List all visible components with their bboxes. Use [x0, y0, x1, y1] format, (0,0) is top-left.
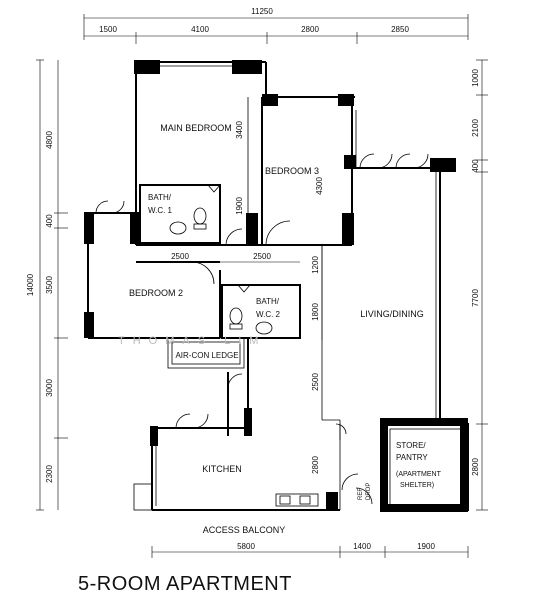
room-bath1-line2: W.C. 1: [148, 206, 173, 215]
room-refuse-line2: DROP: [366, 483, 372, 500]
room-access-balcony: ACCESS BALCONY: [203, 525, 286, 535]
dim-bedroom3-depth: 4300: [315, 177, 324, 195]
room-bedroom2: BEDROOM 2: [129, 288, 183, 298]
dim-kitchen-depth: 2800: [311, 456, 320, 474]
watermark: THOMAS LIM: [118, 335, 266, 347]
room-main-bedroom: MAIN BEDROOM: [160, 123, 232, 133]
main-door-swing: [341, 473, 359, 491]
room-kitchen: KITCHEN: [202, 464, 242, 474]
room-store-line4: SHELTER): [400, 482, 434, 489]
dim-total-depth: 14000: [26, 273, 35, 296]
wc1-toilet: [193, 207, 207, 225]
plan-title: 5-ROOM APARTMENT: [78, 573, 292, 595]
dim-bath2-offset: 1200: [311, 256, 320, 274]
room-store-line1: STORE/: [396, 441, 426, 450]
dim-corridor: 2500: [311, 373, 320, 391]
room-bath2-line2: W.C. 2: [256, 310, 281, 319]
dim-right-seg-5: 2800: [471, 458, 480, 476]
kitchen-window-swing: [175, 413, 191, 429]
room-bath1-line1: BATH/: [148, 193, 172, 202]
kitchen-counter: [275, 493, 319, 507]
wc2-basin: [255, 321, 273, 335]
top-dimensions: 11250 1500 4100 2800 2850: [83, 7, 469, 44]
wc2-toilet: [229, 307, 243, 325]
dim-right-seg-1: 1000: [471, 69, 480, 87]
doors-windows: [95, 153, 429, 505]
dim-top-seg-3: 2800: [301, 25, 319, 34]
dim-top-seg-4: 2850: [391, 25, 409, 34]
dim-bath2-width: 2500: [253, 252, 271, 261]
dim-left-seg-5: 2300: [45, 465, 54, 483]
room-bedroom3: BEDROOM 3: [265, 166, 319, 176]
dim-bath1-depth: 1900: [235, 197, 244, 215]
dim-top-seg-1: 1500: [99, 25, 117, 34]
dim-right-seg-2: 2100: [471, 119, 480, 137]
living-window-swing-1: [359, 153, 375, 169]
dim-top-seg-2: 4100: [191, 25, 209, 34]
dim-bottom-seg-3: 1900: [417, 542, 435, 551]
room-refuse-line1: REF: [358, 488, 364, 500]
room-aircon-ledge: AIR-CON LEDGE: [175, 351, 238, 360]
bottom-dimensions: 5800 1400 1900: [151, 542, 469, 558]
dim-main-bedroom-depth: 3400: [235, 121, 244, 139]
dim-left-seg-2: 400: [45, 214, 54, 228]
room-store-line2: PANTRY: [396, 453, 428, 462]
dim-total-width: 11250: [251, 7, 273, 16]
dim-right-seg-4: 7700: [471, 289, 480, 307]
corridor-window-swing: [95, 200, 109, 214]
dim-left-seg-4: 3000: [45, 379, 54, 397]
interior-dimensions: 3400 1900 4300 2500 2500 1200 1800 2500 …: [140, 121, 324, 474]
dim-bedroom2-width: 2500: [171, 252, 189, 261]
room-labels: MAIN BEDROOM BATH/ W.C. 1 BEDROOM 3 BEDR…: [129, 123, 442, 535]
wc1-basin: [169, 221, 187, 235]
right-dimensions: 1000 2100 400 7700 2800: [471, 59, 488, 511]
dim-bottom-seg-1: 5800: [237, 542, 255, 551]
bedroom3-door-swing: [265, 220, 291, 246]
dim-bottom-seg-2: 1400: [353, 542, 371, 551]
bath1-door-swing: [225, 228, 243, 246]
fixtures: [169, 184, 319, 507]
room-store-line3: (APARTMENT: [396, 471, 442, 478]
room-bath2-line1: BATH/: [256, 297, 280, 306]
store-door-swing: [335, 423, 347, 435]
columns: [84, 60, 468, 512]
dim-left-seg-1: 4800: [45, 131, 54, 149]
left-dimensions: 14000 4800 400 3500 3000 2300: [26, 59, 68, 511]
dim-left-seg-3: 3500: [45, 276, 54, 294]
dim-right-seg-3: 400: [471, 159, 480, 173]
service-door-swing: [227, 373, 243, 389]
bedroom2-door-swing: [191, 261, 215, 285]
room-living-dining: LIVING/DINING: [360, 309, 424, 319]
dim-bath2-depth: 1800: [311, 303, 320, 321]
